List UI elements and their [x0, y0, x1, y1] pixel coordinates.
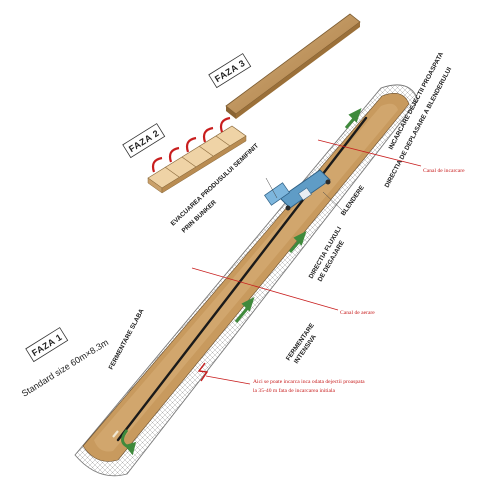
faza3-label: FAZA 3 [209, 54, 251, 88]
canal-incarcare-note: Canal de incarcare [423, 168, 465, 174]
reload-note-line1: Aici se poate incarca inca odata dejecti… [253, 379, 365, 385]
faza2-bunker [148, 118, 246, 193]
fermentare-slaba-label: FERMENTARE SLABA [108, 308, 146, 371]
canal-aerare-note: Canal de aerare [340, 310, 375, 316]
faza1-label: FAZA 1 [26, 328, 68, 362]
faza2-label: FAZA 2 [123, 124, 165, 158]
reload-note-line2: la 35-40 m fata de incarcarea initiala [253, 387, 336, 394]
